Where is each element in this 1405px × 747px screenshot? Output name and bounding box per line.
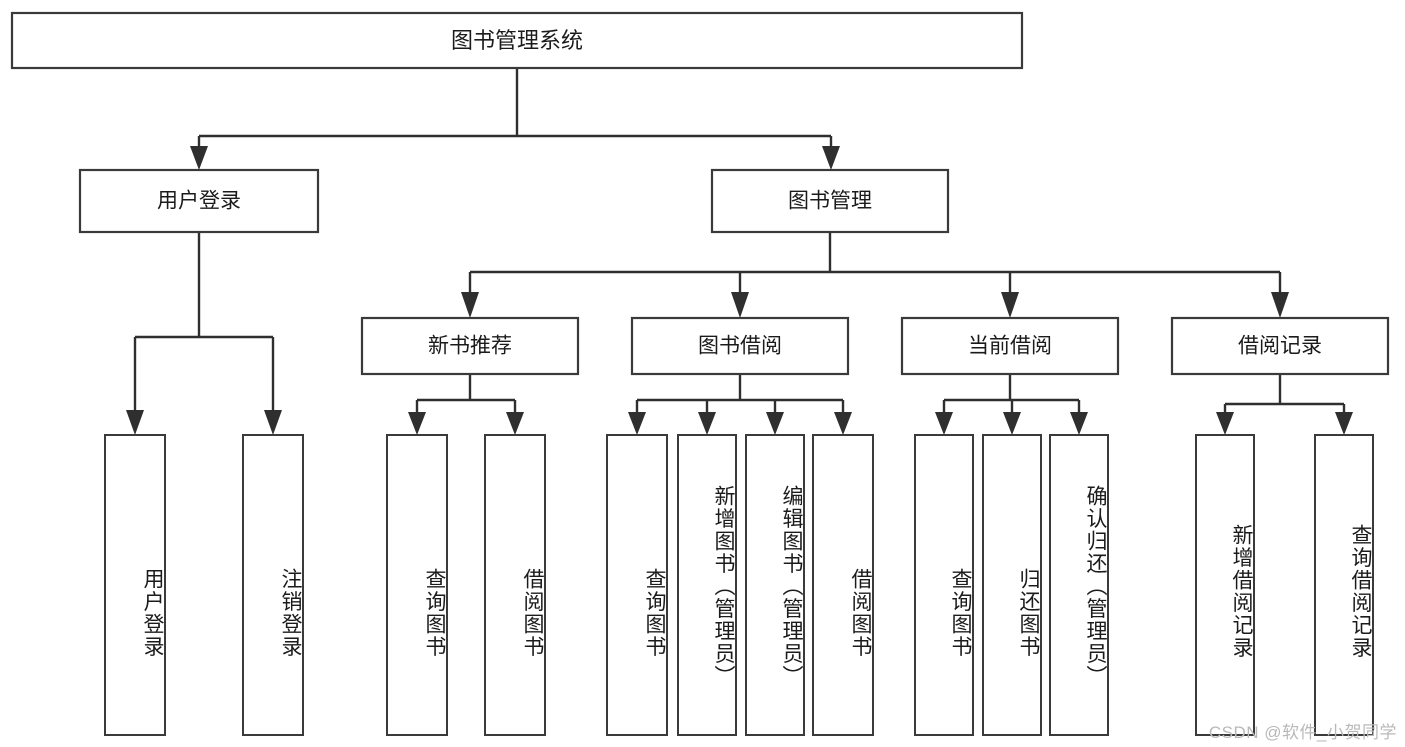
arrow-to-new-book-rec bbox=[461, 292, 479, 318]
arrow-to-leaf-query-book-2 bbox=[628, 412, 646, 435]
node-borrow-record[interactable]: 借阅记录 bbox=[1170, 316, 1390, 376]
arrow-to-leaf-query-record bbox=[1335, 412, 1353, 435]
arrow-to-borrow-record bbox=[1271, 292, 1289, 318]
arrow-to-leaf-query-book-1 bbox=[408, 412, 426, 435]
node-user-login-label: 用户登录 bbox=[157, 190, 241, 213]
node-user-login-box[interactable] bbox=[78, 168, 320, 234]
node-borrow-record-label: 借阅记录 bbox=[1238, 335, 1322, 358]
arrow-to-book-borrow bbox=[731, 292, 749, 318]
leaf-box-query-book-1[interactable] bbox=[386, 434, 448, 736]
arrow-to-leaf-add-record bbox=[1216, 412, 1234, 435]
csdn-watermark: CSDN @软件_小贺同学 bbox=[1208, 723, 1397, 742]
arrow-to-leaf-edit-book bbox=[766, 412, 784, 435]
node-user-login[interactable]: 用户登录 bbox=[78, 168, 320, 234]
node-borrow-record-box[interactable] bbox=[1170, 316, 1390, 376]
node-root-label: 图书管理系统 bbox=[451, 28, 583, 53]
leaf-box-user-logout[interactable] bbox=[242, 434, 304, 736]
leaf-box-add-book[interactable] bbox=[677, 434, 737, 736]
leaf-box-return-book[interactable] bbox=[982, 434, 1042, 736]
node-book-borrow-box[interactable] bbox=[630, 316, 850, 376]
arrow-to-current-borrow bbox=[1001, 292, 1019, 318]
leaf-box-edit-book[interactable] bbox=[745, 434, 805, 736]
node-book-manage-box[interactable] bbox=[710, 168, 950, 234]
node-book-manage-label: 图书管理 bbox=[788, 190, 872, 213]
arrow-to-user-login bbox=[190, 146, 208, 170]
node-current-borrow-label: 当前借阅 bbox=[968, 335, 1052, 358]
connector-layer bbox=[126, 68, 1353, 435]
leaf-box-add-record[interactable] bbox=[1195, 434, 1255, 736]
node-root[interactable]: 图书管理系统 bbox=[10, 11, 1024, 70]
arrow-to-leaf-confirm-return bbox=[1070, 412, 1088, 435]
leaf-box-layer bbox=[104, 434, 1374, 736]
arrow-to-book-manage bbox=[822, 146, 840, 170]
arrow-to-leaf-query-book-3 bbox=[935, 412, 953, 435]
arrow-to-leaf-return-book bbox=[1003, 412, 1021, 435]
node-current-borrow[interactable]: 当前借阅 bbox=[900, 316, 1120, 376]
leaf-box-query-book-3[interactable] bbox=[914, 434, 974, 736]
node-book-manage[interactable]: 图书管理 bbox=[710, 168, 950, 234]
leaf-box-query-record[interactable] bbox=[1314, 434, 1374, 736]
arrow-to-leaf-user-login bbox=[126, 410, 144, 435]
arrow-to-leaf-borrow-book-1 bbox=[506, 412, 524, 435]
arrow-to-leaf-user-logout bbox=[264, 410, 282, 435]
leaf-box-query-book-2[interactable] bbox=[606, 434, 668, 736]
node-new-book-rec-label: 新书推荐 bbox=[428, 335, 512, 358]
leaf-box-borrow-book-1[interactable] bbox=[484, 434, 546, 736]
leaf-box-user-login[interactable] bbox=[104, 434, 166, 736]
node-book-borrow[interactable]: 图书借阅 bbox=[630, 316, 850, 376]
node-current-borrow-box[interactable] bbox=[900, 316, 1120, 376]
arrow-to-leaf-add-book bbox=[698, 412, 716, 435]
arrow-to-leaf-borrow-book-2 bbox=[834, 412, 852, 435]
node-book-borrow-label: 图书借阅 bbox=[698, 335, 782, 358]
node-root-box[interactable] bbox=[10, 11, 1024, 70]
leaf-box-confirm-return[interactable] bbox=[1049, 434, 1109, 736]
leaf-box-borrow-book-2[interactable] bbox=[812, 434, 874, 736]
node-new-book-rec-box[interactable] bbox=[360, 316, 580, 376]
node-new-book-rec[interactable]: 新书推荐 bbox=[360, 316, 580, 376]
